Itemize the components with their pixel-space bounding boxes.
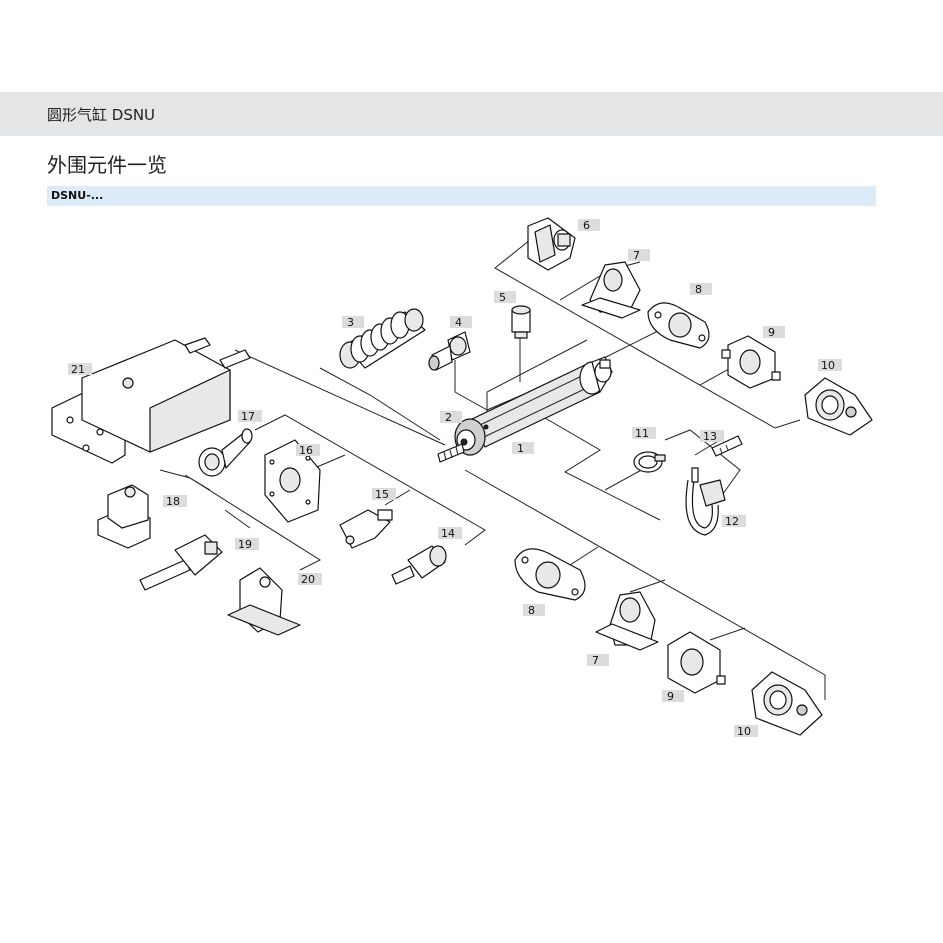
part-7-foot-mount-upper bbox=[581, 261, 641, 319]
part-16-flange-plate bbox=[264, 439, 321, 523]
callout-18: 18 bbox=[163, 495, 187, 508]
part-6-clevis-foot bbox=[527, 217, 576, 271]
callout-21: 21 bbox=[68, 363, 92, 376]
callout-9-upper: 9 bbox=[763, 326, 785, 339]
callout-16: 16 bbox=[296, 444, 320, 457]
svg-text:7: 7 bbox=[592, 654, 599, 667]
svg-text:8: 8 bbox=[528, 604, 535, 617]
callout-4: 4 bbox=[450, 316, 472, 329]
svg-text:7: 7 bbox=[633, 249, 640, 262]
part-10-trunnion-lower bbox=[751, 671, 823, 736]
callout-10-upper: 10 bbox=[818, 359, 842, 372]
svg-text:10: 10 bbox=[821, 359, 835, 372]
part-7-foot-mount-lower bbox=[595, 591, 659, 651]
callout-8-lower: 8 bbox=[523, 604, 545, 617]
callout-10-lower: 10 bbox=[734, 725, 758, 738]
callout-9-lower: 9 bbox=[662, 690, 684, 703]
svg-text:18: 18 bbox=[166, 495, 180, 508]
svg-text:5: 5 bbox=[499, 291, 506, 304]
part-4-fitting bbox=[428, 331, 471, 371]
svg-text:2: 2 bbox=[445, 411, 452, 424]
callout-7-upper: 7 bbox=[628, 249, 650, 262]
svg-text:1: 1 bbox=[517, 442, 524, 455]
header-bar bbox=[0, 92, 943, 136]
svg-text:16: 16 bbox=[299, 444, 313, 457]
svg-text:15: 15 bbox=[375, 488, 389, 501]
svg-text:4: 4 bbox=[455, 316, 462, 329]
svg-text:12: 12 bbox=[725, 515, 739, 528]
part-1-cylinder bbox=[437, 356, 613, 463]
svg-text:13: 13 bbox=[703, 430, 717, 443]
callout-labels: 1 2 3 4 5 6 7 7 8 8 9 9 10 10 11 12 13 1… bbox=[68, 219, 842, 738]
svg-text:9: 9 bbox=[667, 690, 674, 703]
callout-12: 12 bbox=[722, 515, 746, 528]
product-bar bbox=[47, 186, 876, 206]
part-19-threaded-clevis bbox=[139, 534, 223, 591]
part-12-sensor-bracket bbox=[685, 467, 726, 536]
svg-text:21: 21 bbox=[71, 363, 85, 376]
callout-7-lower: 7 bbox=[587, 654, 609, 667]
callout-2: 2 bbox=[440, 411, 462, 424]
part-9-mount-upper bbox=[721, 335, 781, 389]
callout-6: 6 bbox=[578, 219, 600, 232]
callout-11: 11 bbox=[632, 427, 656, 440]
svg-text:3: 3 bbox=[347, 316, 354, 329]
part-18-clevis-bracket bbox=[97, 484, 151, 549]
part-21-guide-unit bbox=[51, 337, 251, 464]
part-8-flange-lower bbox=[514, 548, 586, 601]
section-title: 外围元件一览 bbox=[47, 153, 167, 177]
svg-text:6: 6 bbox=[583, 219, 590, 232]
product-label: DSNU-... bbox=[51, 189, 104, 202]
part-14-rod-coupler bbox=[391, 545, 447, 585]
callout-13: 13 bbox=[700, 430, 724, 443]
svg-text:20: 20 bbox=[301, 573, 315, 586]
svg-text:10: 10 bbox=[737, 725, 751, 738]
part-5-fitting bbox=[511, 305, 531, 339]
callout-1: 1 bbox=[512, 442, 534, 455]
callout-3: 3 bbox=[342, 316, 364, 329]
svg-text:8: 8 bbox=[695, 283, 702, 296]
svg-text:9: 9 bbox=[768, 326, 775, 339]
part-9-mount-lower bbox=[667, 631, 726, 694]
part-10-trunnion-upper bbox=[804, 377, 873, 436]
callout-5: 5 bbox=[494, 291, 516, 304]
part-15-rod-clevis bbox=[339, 509, 393, 549]
callout-17: 17 bbox=[238, 410, 262, 423]
svg-text:17: 17 bbox=[241, 410, 255, 423]
part-8-flange-upper bbox=[647, 302, 710, 349]
svg-text:11: 11 bbox=[635, 427, 649, 440]
part-3-bellows bbox=[339, 308, 426, 369]
callout-14: 14 bbox=[438, 527, 462, 540]
part-20-clevis-foot bbox=[227, 567, 301, 636]
callout-8-upper: 8 bbox=[690, 283, 712, 296]
callout-19: 19 bbox=[235, 538, 259, 551]
svg-text:19: 19 bbox=[238, 538, 252, 551]
callout-20: 20 bbox=[298, 573, 322, 586]
part-17-rod-eye bbox=[198, 428, 253, 477]
part-11-clamp bbox=[633, 451, 666, 473]
page-title: 圆形气缸 DSNU bbox=[47, 106, 156, 124]
svg-text:14: 14 bbox=[441, 527, 455, 540]
part-13-sensor bbox=[711, 435, 743, 457]
callout-15: 15 bbox=[372, 488, 396, 501]
